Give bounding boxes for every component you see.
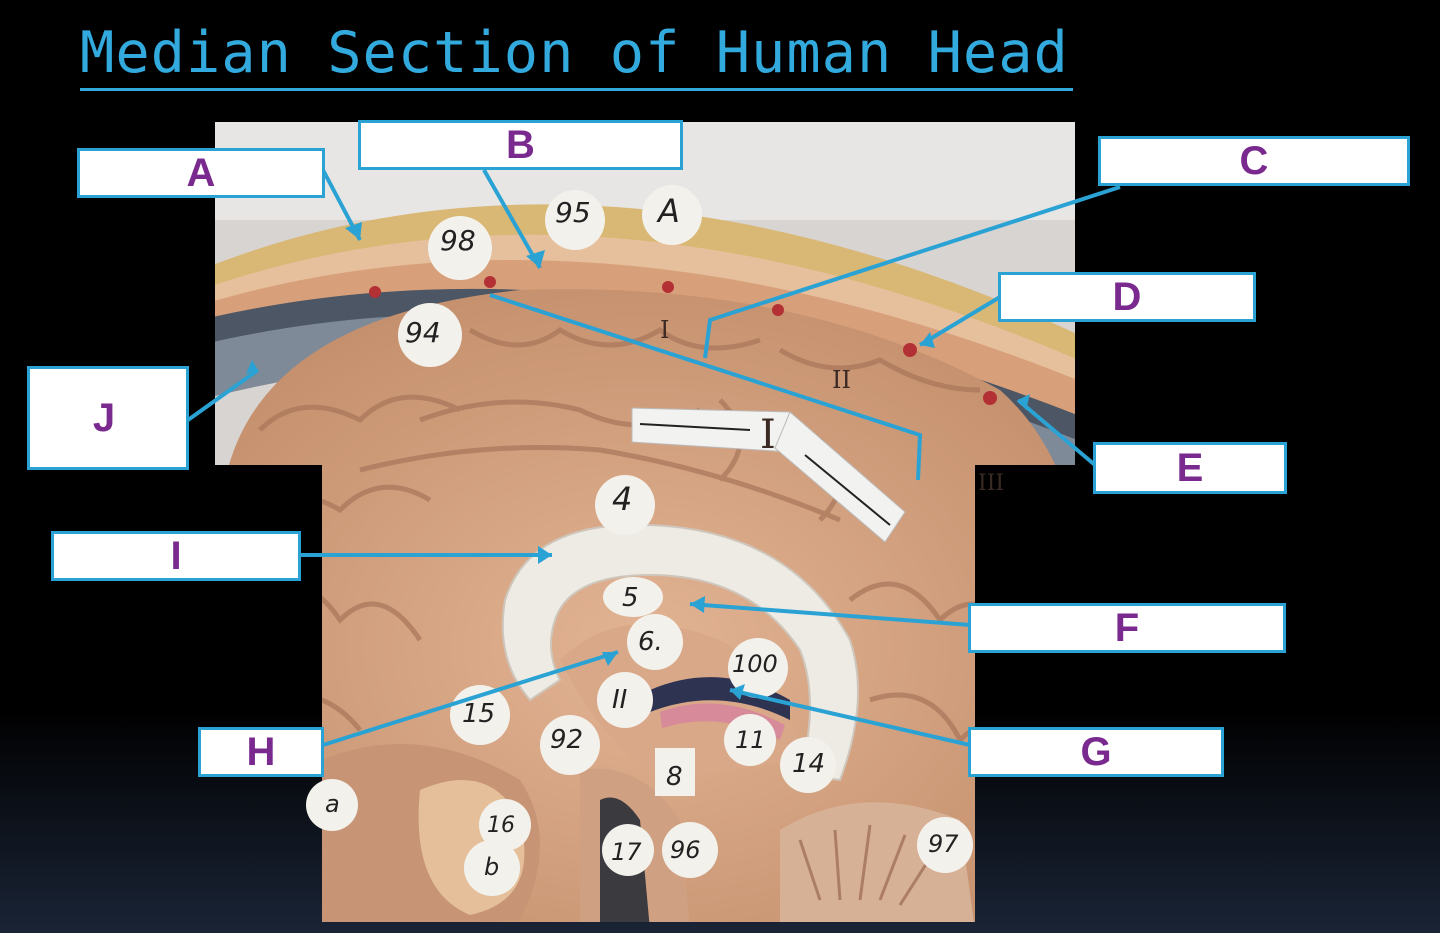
- sticker-a: a: [306, 779, 358, 831]
- label-a-text: A: [186, 150, 216, 195]
- sticker-94-text: 94: [405, 316, 441, 349]
- sticker-A: A: [642, 185, 702, 245]
- label-g-text: G: [1080, 729, 1112, 774]
- label-box-e[interactable]: E: [1093, 442, 1287, 494]
- sticker-17-text: 17: [611, 838, 642, 866]
- sticker-A-text: A: [656, 192, 680, 230]
- label-box-j[interactable]: J: [27, 366, 189, 470]
- label-i-text: I: [170, 533, 182, 578]
- sticker-17: 17: [602, 824, 654, 876]
- sticker-markers: 98 95 A 94 4 5 6. 100 15 92 II 11 14 8 1…: [306, 185, 973, 896]
- sticker-16: 16: [479, 799, 531, 851]
- sticker-16-text: 16: [487, 813, 515, 838]
- tag-mark-I: I: [760, 412, 776, 458]
- sticker-b: b: [464, 840, 520, 896]
- label-b-text: B: [506, 122, 535, 167]
- label-e-text: E: [1176, 445, 1204, 490]
- page-title: Median Section of Human Head: [80, 18, 1073, 91]
- sticker-4-text: 4: [612, 480, 632, 518]
- label-c-text: C: [1239, 138, 1269, 183]
- sticker-4: 4: [595, 475, 655, 535]
- model-mark-II: II: [832, 366, 851, 394]
- sticker-11: 11: [724, 714, 776, 766]
- model-mark-III: III: [978, 471, 1004, 496]
- sticker-II: II: [597, 672, 653, 728]
- sticker-15-text: 15: [462, 699, 495, 729]
- sticker-95-text: 95: [555, 196, 591, 229]
- sticker-96: 96: [662, 822, 718, 878]
- sticker-98: 98: [428, 216, 492, 280]
- label-h-text: H: [246, 729, 276, 774]
- leader-lines: [186, 169, 1121, 747]
- sticker-a-text: a: [325, 790, 340, 818]
- sticker-5: 5: [603, 577, 663, 617]
- model-mark-I: I: [660, 316, 669, 344]
- sticker-92: 92: [540, 715, 600, 775]
- sticker-6-text: 6.: [638, 627, 663, 657]
- leader-arrowheads: [246, 222, 1030, 700]
- sticker-97: 97: [917, 817, 973, 873]
- sticker-6: 6.: [627, 614, 683, 670]
- sticker-100: 100: [728, 638, 788, 698]
- sticker-b-text: b: [484, 853, 499, 881]
- sticker-96-text: 96: [670, 836, 701, 864]
- sticker-92-text: 92: [550, 725, 583, 755]
- sticker-II-text: II: [612, 685, 627, 715]
- label-tag-I: [631, 407, 906, 543]
- label-j-text: J: [92, 395, 116, 440]
- label-box-d[interactable]: D: [998, 272, 1256, 322]
- label-box-c[interactable]: C: [1098, 136, 1410, 186]
- sticker-95: 95: [545, 190, 605, 250]
- label-d-text: D: [1112, 274, 1142, 319]
- sticker-94: 94: [398, 303, 462, 367]
- label-box-b[interactable]: B: [358, 120, 683, 170]
- label-f-text: F: [1114, 605, 1140, 650]
- sticker-5-text: 5: [622, 583, 639, 613]
- label-box-i[interactable]: I: [51, 531, 301, 581]
- sticker-11-text: 11: [735, 726, 766, 754]
- sticker-14-text: 14: [792, 749, 825, 779]
- label-box-g[interactable]: G: [968, 727, 1224, 777]
- label-box-h[interactable]: H: [198, 727, 324, 777]
- sticker-97-text: 97: [928, 830, 959, 858]
- label-box-f[interactable]: F: [968, 603, 1286, 653]
- sticker-14: 14: [780, 737, 836, 793]
- sticker-100-text: 100: [732, 650, 778, 678]
- sticker-8: 8: [655, 748, 695, 796]
- sticker-98-text: 98: [440, 224, 476, 257]
- label-box-a[interactable]: A: [77, 148, 325, 198]
- sticker-8-text: 8: [666, 762, 683, 792]
